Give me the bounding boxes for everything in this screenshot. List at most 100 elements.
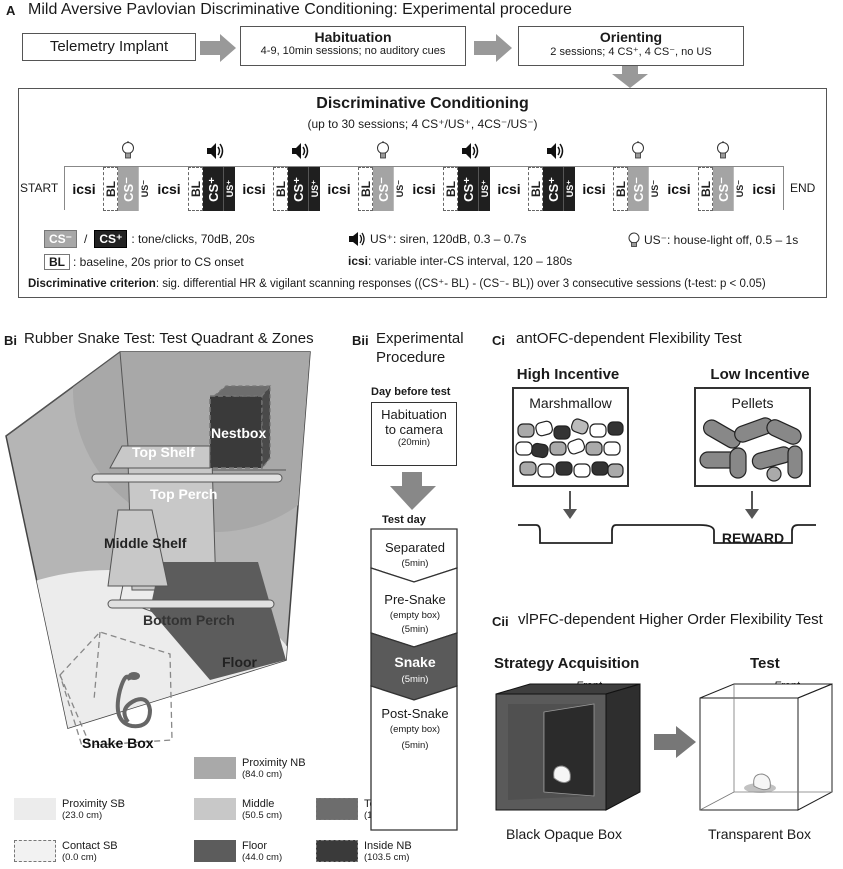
lightbulb-icon [628, 232, 640, 247]
black-box-label: Black Opaque Box [506, 826, 622, 842]
test-day-label: Test day [382, 514, 426, 526]
panel-cii-title: vlPFC-dependent Higher Order Flexibility… [518, 611, 823, 628]
legend-value: (103.5 cm) [364, 852, 410, 863]
cs-plus-swatch: CS⁺ [94, 230, 128, 248]
trial-icons [64, 138, 784, 166]
us-plus-cell: US⁺ [563, 167, 575, 211]
us-plus-cell: US⁺ [478, 167, 490, 211]
cs-slash: / [84, 232, 88, 246]
cs-plus-cell: CS⁺ [203, 167, 223, 211]
legend-value: (84.0 cm) [242, 769, 283, 780]
legend-item: Floor(44.0 cm) [194, 840, 282, 864]
legend-label: Contact SB [62, 840, 118, 852]
snake-time: (5min) [401, 674, 429, 685]
camera-hab-1: Habituation [381, 407, 447, 422]
panel-ci-title: antOFC-dependent Flexibility Test [516, 330, 742, 347]
legend-label: Proximity SB [62, 798, 125, 810]
start-label: START [20, 181, 59, 195]
reward-label: REWARD [721, 530, 785, 546]
legend-label: Proximity NB [242, 757, 306, 769]
panel-cii-letter: Cii [492, 614, 509, 629]
speaker-icon [462, 143, 479, 159]
pellets-label: Pellets [731, 395, 774, 411]
criterion-label: Discriminative criterion [28, 278, 156, 290]
test-quadrant-diagram [5, 351, 311, 745]
legend-label: Middle [242, 798, 275, 810]
bl-cell: BL [188, 167, 203, 211]
camera-hab-2: to camera [385, 422, 443, 437]
dc-sub: (up to 30 sessions; 4 CS⁺/US⁺, 4CS⁻/US⁻) [307, 117, 538, 131]
dc-title: Discriminative Conditioning [316, 95, 529, 112]
bl-cell: BL [358, 167, 373, 211]
cs-plus-cell: CS⁺ [543, 167, 563, 211]
legend-value: (50.5 cm) [242, 810, 283, 821]
legend-swatch [194, 757, 236, 779]
test-label: Test [750, 655, 780, 672]
transparent-box-label: Transparent Box [708, 826, 811, 842]
icsi-legend: icsi: variable inter-CS interval, 120 – … [348, 254, 572, 268]
us-minus-legend: US⁻: house-light off, 0.5 – 1s [628, 232, 798, 248]
cs-legend: CS⁻ / CS⁺ : tone/clicks, 70dB, 20s [44, 230, 255, 248]
day-before-label: Day before test [371, 386, 451, 398]
bl-swatch: BL [44, 254, 70, 270]
legend-value: (0.0 cm) [62, 852, 97, 863]
icsi-cell: icsi [745, 167, 783, 211]
us-plus-cell: US⁺ [223, 167, 235, 211]
cs-minus-cell: CS⁻ [628, 167, 648, 211]
us-minus-cell: US⁻ [138, 167, 150, 211]
nestbox-label: Nestbox [211, 425, 267, 441]
top-perch-label: Top Perch [150, 486, 218, 502]
bl-cell: BL [698, 167, 713, 211]
post-snake-sub: (empty box) [389, 724, 441, 735]
criterion: Discriminative criterion: sig. different… [28, 276, 766, 290]
snake-label: Snake [394, 654, 436, 670]
bl-cell: BL [528, 167, 543, 211]
cs-minus-cell: CS⁻ [713, 167, 733, 211]
bl-desc: : baseline, 20s prior to CS onset [73, 255, 244, 269]
post-snake-time: (5min) [401, 740, 429, 751]
lightbulb-icon [122, 141, 134, 159]
low-incentive: Low Incentive [710, 366, 810, 383]
legend-swatch [194, 840, 236, 862]
cs-minus-cell: CS⁻ [118, 167, 138, 211]
icsi-legend-desc: : variable inter-CS interval, 120 – 180s [368, 254, 573, 268]
legend-item: Contact SB(0.0 cm) [14, 840, 118, 864]
test-day-sequence [370, 528, 458, 831]
speaker-icon [292, 143, 309, 159]
lightbulb-icon [632, 141, 644, 159]
icsi-cell: icsi [150, 167, 188, 211]
bl-legend: BL : baseline, 20s prior to CS onset [44, 254, 244, 270]
pre-snake-label: Pre-Snake [384, 592, 446, 607]
legend-value: (44.0 cm) [242, 852, 283, 863]
cs-minus-cell: CS⁻ [373, 167, 393, 211]
pre-snake-time: (5min) [401, 624, 429, 635]
legend-swatch [14, 798, 56, 820]
legend-swatch [316, 840, 358, 862]
pellet-pieces [699, 417, 803, 482]
panel-bi-title: Rubber Snake Test: Test Quadrant & Zones [24, 330, 314, 347]
marshmallow-pieces [515, 418, 624, 478]
separated-label: Separated [385, 540, 445, 555]
bl-cell: BL [613, 167, 628, 211]
orienting-box: Orienting 2 sessions; 4 CS⁺, 4 CS⁻, no U… [518, 26, 744, 66]
legend-label: Inside NB [364, 840, 412, 852]
panel-bii-letter: Bii [352, 333, 369, 348]
us-plus-legend: US⁺: siren, 120dB, 0.3 – 0.7s [348, 232, 526, 246]
black-opaque-box [495, 683, 641, 811]
floor-label: Floor [222, 654, 257, 670]
pre-snake-sub: (empty box) [389, 610, 441, 621]
us-minus-cell: US⁻ [393, 167, 405, 211]
arrow-bii-down [390, 472, 436, 510]
reward-diagram [518, 491, 816, 544]
bl-cell: BL [443, 167, 458, 211]
camera-hab-time: (20min) [397, 437, 431, 448]
habituation-title: Habituation [314, 29, 392, 45]
panel-a-letter: A [6, 3, 16, 18]
lightbulb-icon [377, 141, 389, 159]
us-plus-desc: US⁺: siren, 120dB, 0.3 – 0.7s [370, 232, 527, 246]
us-minus-desc: US⁻: house-light off, 0.5 – 1s [644, 233, 799, 247]
orienting-sub: 2 sessions; 4 CS⁺, 4 CS⁻, no US [550, 46, 712, 58]
cs-plus-cell: CS⁺ [458, 167, 478, 211]
middle-shelf-label: Middle Shelf [104, 535, 187, 551]
